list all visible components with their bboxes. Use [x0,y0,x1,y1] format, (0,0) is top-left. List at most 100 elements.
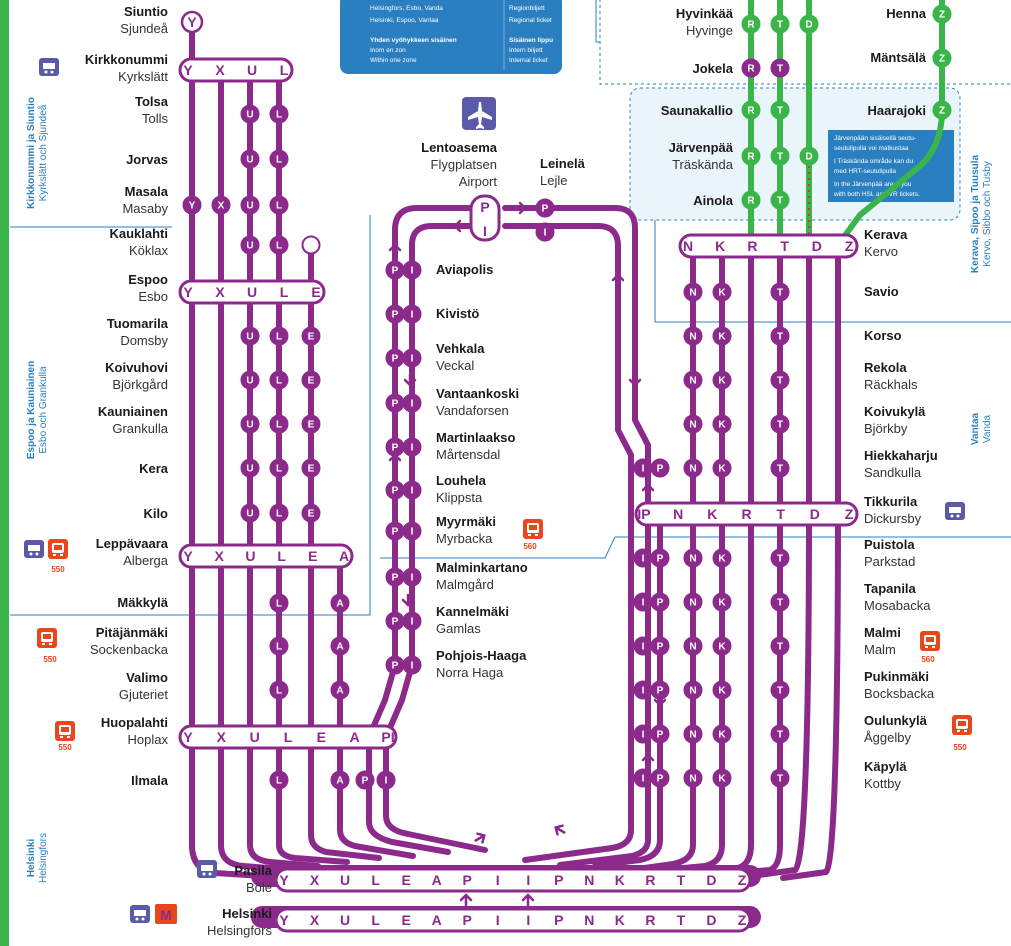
station-west-fi: Huopalahti [101,715,168,730]
badge-letter: I [642,598,645,609]
station-east-fi: Malmi [864,625,901,640]
pill-letter: U [340,872,350,888]
station-ring-fi: Pohjois-Haaga [436,648,527,663]
pill-letter: R [747,238,757,254]
badge-letter: U [246,241,253,252]
badge-letter: L [276,509,282,520]
badge-letter: I [411,527,414,538]
station-east-fi: Tapanila [864,581,917,596]
line-badge [712,680,732,700]
pill-letter: P [554,912,563,928]
station-ring-sv: Malmgård [436,577,494,592]
line-badge [269,326,289,346]
zone-vantaa-fi: Vantaa [970,412,981,445]
badge-letter: L [276,599,282,610]
north-note-text: Järvenpään sisäisellä seutu- [834,135,916,142]
station-east-fi: Oulunkylä [864,713,928,728]
station-leinela-fi: Leinelä [540,156,586,171]
pill-letter: N [584,912,594,928]
station-ring-fi: Vantaankoski [436,386,519,401]
espoo-pill [178,279,326,305]
pill-letter: E [401,912,410,928]
pill-letter: U [247,62,257,78]
badge-letter: E [308,332,315,343]
pill-letter: P [480,199,489,215]
station-west-fi: Siuntio [124,4,168,19]
badge-letter: R [747,106,755,117]
legend-text: Regional ticket [509,17,552,24]
line-badge [650,636,670,656]
line-badge [402,260,422,280]
airplane-shape [468,102,492,129]
pill-letter: X [217,729,227,745]
bus-icon [48,539,68,559]
station-ring-sv: Vandaforsen [436,403,509,418]
badge-letter: T [777,196,783,207]
track-n [627,243,696,873]
badge-letter: L [276,464,282,475]
badge-letter: P [657,598,664,609]
badge-letter: L [276,642,282,653]
badge-letter: R [747,196,755,207]
badge-letter: I [642,686,645,697]
station-west-fi: Jorvas [126,152,168,167]
line-badge [240,326,260,346]
line-badge [301,414,321,434]
badge-letter: N [689,288,696,299]
station-ring-fi: Kivistö [436,306,479,321]
badge-letter: I [411,486,414,497]
line-badge [712,548,732,568]
line-badge [712,370,732,390]
badge-letter: P [392,310,399,321]
line-badge [330,680,350,700]
line-badge [301,458,321,478]
kerava-pill [678,233,859,259]
pill-letter: L [277,548,286,564]
line-badge [770,768,790,788]
badge-letter: K [718,420,726,431]
train-icon [945,502,965,520]
station-pasila-fi: Pasila [234,863,272,878]
metro-letter: M [160,907,172,923]
station-west-sv: Alberga [123,553,169,568]
badge-letter: P [657,774,664,785]
badge-letter: P [392,661,399,672]
pill-letter: Y [279,912,289,928]
badge-letter: K [718,332,726,343]
station-north-fi: Jokela [693,61,734,76]
station-east-sv: Åggelby [864,730,911,745]
badge-letter: T [777,686,783,697]
station-airport-en: Airport [459,174,498,189]
line-badge [269,370,289,390]
line-badge [770,58,790,78]
station-north-fi: Ainola [693,193,733,208]
direction-arrow [513,201,527,215]
line-badge [650,592,670,612]
direction-arrow [401,593,415,607]
station-east-sv: Mosabacka [864,598,931,613]
pill-letter: K [615,872,625,888]
airport-pill [469,194,501,242]
pill-letter: U [340,912,350,928]
station-west-sv: Sockenbacka [90,642,169,657]
track-ring-p2 [502,205,651,868]
line-badge [799,14,819,34]
legend-text: Helsingfors, Esbo, Vanda [370,5,443,12]
pill-letter: P [554,872,563,888]
badge-letter: Z [939,54,945,65]
line-badge [712,326,732,346]
direction-arrow [474,832,486,844]
station-east-sv: Sandkulla [864,465,922,480]
metro-icon [155,904,177,924]
track-x [218,64,298,873]
line-badge [402,480,422,500]
station-leinela-sv: Lejle [540,173,567,188]
line-badge [211,195,231,215]
line-badge [770,458,790,478]
station-ring-sv: Mårtensdal [436,447,500,462]
badge-letter: R [747,152,755,163]
north-note-text: seutulipulla voi matkustaa [834,145,909,152]
map-frame [0,0,9,946]
line-badge [269,680,289,700]
